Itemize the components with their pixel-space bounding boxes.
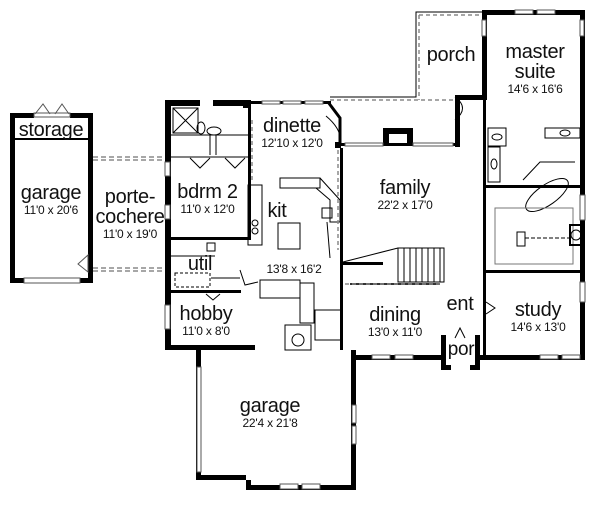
room-garage: garage 22'4 x 21'8 (230, 396, 310, 429)
room-name: storage (18, 119, 84, 141)
room-dimensions: 11'0 x 20'6 (23, 203, 79, 217)
room-dimensions: 14'6 x 13'0 (510, 320, 566, 334)
room-dimensions: 13'8 x 16'2 (266, 262, 322, 276)
room-dimensions: 22'4 x 21'8 (242, 416, 298, 430)
detached-garage-walls (10, 113, 93, 283)
room-study: study 14'6 x 13'0 (495, 300, 581, 333)
room-name: dinette (263, 115, 321, 137)
room-porte-cochere: porte- cochere 11'0 x 19'0 (95, 187, 165, 240)
room-name: family (379, 177, 431, 199)
room-dimensions: 11'0 x 19'0 (102, 227, 158, 241)
room-name: kit (267, 200, 287, 222)
dinette-bay (326, 101, 342, 145)
room-dimensions: 14'6 x 16'6 (507, 82, 563, 96)
room-hobby: hobby 11'0 x 8'0 (170, 304, 242, 337)
room-dimensions: 11'0 x 12'0 (180, 202, 235, 216)
room-name: hobby (179, 303, 233, 325)
room-dinette: dinette 12'10 x 12'0 (252, 116, 332, 149)
room-name: porch (426, 44, 476, 66)
room-name: ent (446, 293, 474, 315)
room-name: util (187, 253, 213, 275)
room-kit-dimensions: 13'8 x 16'2 (254, 262, 334, 275)
room-util: util (180, 254, 220, 274)
room-storage: storage (14, 120, 88, 140)
room-name-line2: suite (514, 61, 556, 83)
room-name-line1: porte- (104, 186, 156, 208)
room-master-suite: master suite 14'6 x 16'6 (492, 42, 578, 95)
room-name: bdrm 2 (177, 181, 238, 203)
room-ent: ent (442, 294, 478, 314)
room-dining: dining 13'0 x 11'0 (355, 305, 435, 338)
room-name: dining (369, 304, 421, 326)
detached-garage-door (23, 103, 89, 284)
room-por: por (445, 340, 477, 359)
windows (164, 9, 586, 490)
room-name-line2: cochere (95, 206, 165, 228)
room-family: family 22'2 x 17'0 (365, 178, 445, 211)
room-name: study (514, 299, 562, 321)
room-dimensions: 13'0 x 11'0 (367, 325, 423, 339)
room-name: garage (20, 182, 82, 204)
room-name-line1: master (505, 41, 565, 63)
porte-cochere-outline (93, 156, 165, 272)
room-name: por (447, 339, 475, 360)
porch-outline (251, 14, 482, 285)
room-kit-name: kit (262, 201, 292, 221)
room-dimensions: 11'0 x 8'0 (182, 324, 230, 338)
room-dimensions: 22'2 x 17'0 (377, 198, 433, 212)
room-dimensions: 12'10 x 12'0 (261, 136, 323, 150)
room-name: garage (239, 395, 301, 417)
room-detached-garage: garage 11'0 x 20'6 (14, 183, 88, 216)
room-porch: porch (422, 45, 480, 65)
porch-edge (330, 11, 482, 98)
room-bdrm-2: bdrm 2 11'0 x 12'0 (170, 182, 245, 215)
interior-lines (171, 96, 584, 351)
